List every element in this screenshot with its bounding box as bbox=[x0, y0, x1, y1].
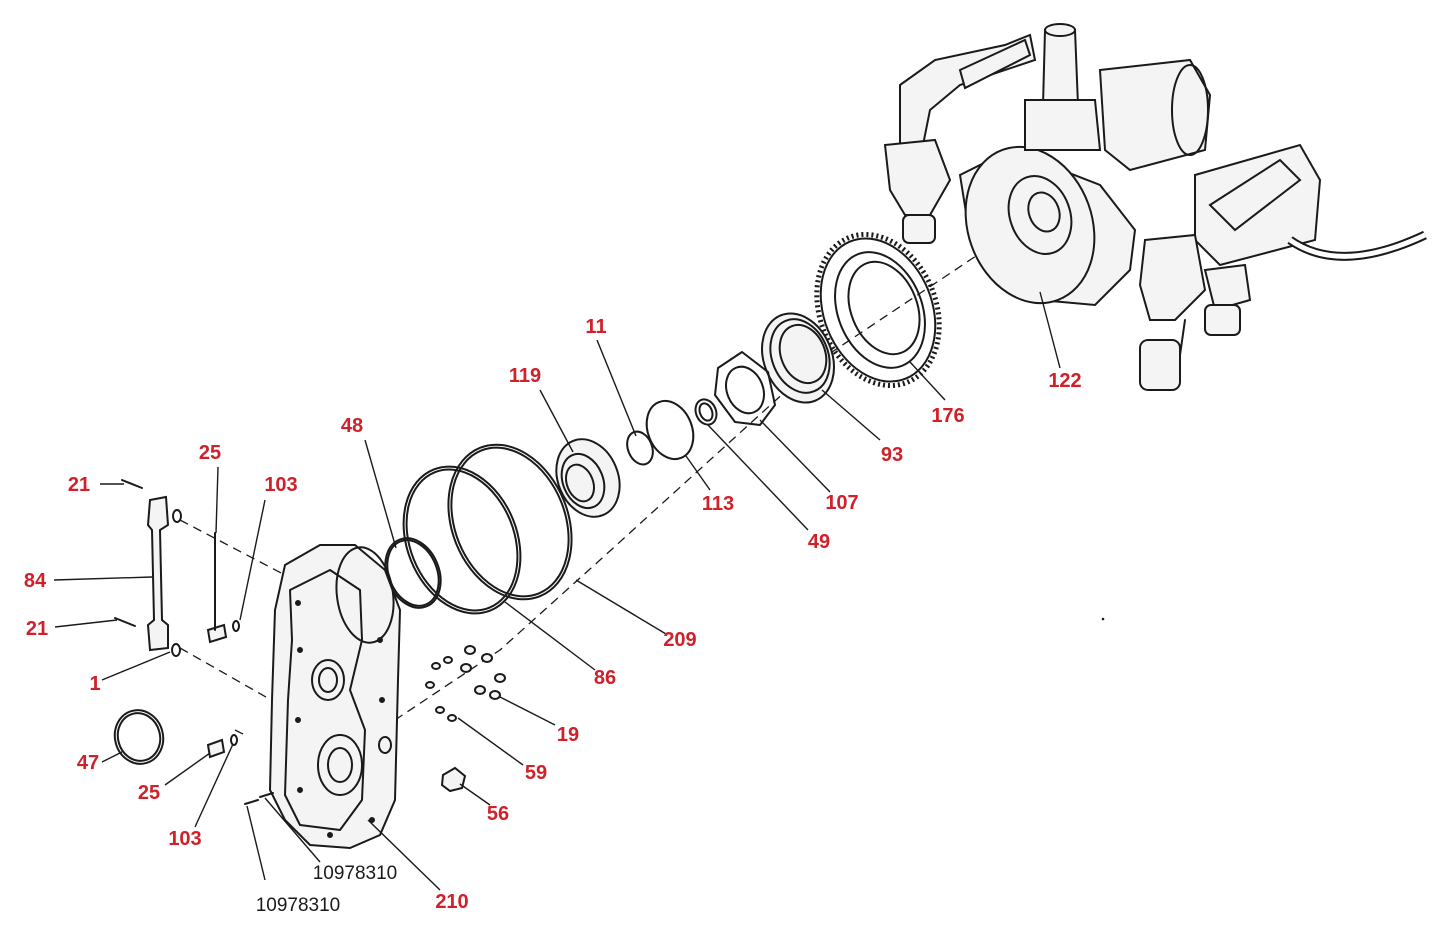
leader-lines bbox=[53, 291, 1061, 891]
callout-1: 1 bbox=[89, 673, 100, 695]
callout-25-top: 25 bbox=[199, 442, 221, 464]
ring-gear-176 bbox=[814, 231, 942, 389]
plate-107 bbox=[714, 351, 776, 426]
callout-210: 210 bbox=[435, 891, 468, 913]
ring-49 bbox=[694, 398, 718, 426]
callout-113: 113 bbox=[702, 493, 734, 515]
callout-119: 119 bbox=[509, 365, 541, 387]
callout-122: 122 bbox=[1048, 370, 1081, 392]
callout-86: 86 bbox=[594, 667, 616, 689]
callout-21-bottom: 21 bbox=[26, 618, 48, 640]
o-ring-209 bbox=[447, 443, 573, 601]
callout-49: 49 bbox=[808, 531, 830, 553]
callout-103-top: 103 bbox=[264, 474, 297, 496]
callout-25-bottom: 25 bbox=[138, 782, 160, 804]
stray-dot bbox=[1101, 617, 1105, 621]
callout-59: 59 bbox=[525, 762, 547, 784]
callout-47: 47 bbox=[77, 752, 99, 774]
callout-84: 84 bbox=[24, 570, 47, 592]
snap-ring-11 bbox=[626, 430, 654, 466]
callout-107: 107 bbox=[825, 492, 858, 514]
ring-113 bbox=[645, 399, 695, 461]
callout-pin-lower: 10978310 bbox=[256, 895, 341, 916]
dowel-pins-10978310 bbox=[244, 792, 274, 805]
callout-103-bottom: 103 bbox=[168, 828, 201, 850]
callout-labels: 11 119 48 25 103 21 84 21 1 47 25 103 21… bbox=[24, 316, 1082, 916]
machine-body-122 bbox=[883, 23, 1427, 391]
assembly-axis bbox=[179, 249, 986, 736]
callout-11: 11 bbox=[585, 316, 606, 338]
bolts-25-and-pins-103 bbox=[206, 532, 240, 759]
o-ring-86 bbox=[402, 465, 522, 615]
link-84 bbox=[114, 479, 182, 657]
callout-93: 93 bbox=[881, 444, 903, 466]
callout-21-top: 21 bbox=[68, 474, 90, 496]
callout-56: 56 bbox=[487, 803, 509, 825]
bearing-93 bbox=[761, 312, 835, 404]
bearing-119 bbox=[555, 438, 621, 518]
gear-housing-210 bbox=[268, 544, 402, 850]
o-ring-47 bbox=[113, 709, 165, 765]
screws-19-washers-59 bbox=[425, 645, 506, 722]
callout-pin-upper: 10978310 bbox=[313, 863, 398, 884]
callout-19: 19 bbox=[557, 724, 579, 746]
callout-48: 48 bbox=[341, 415, 363, 437]
plug-56 bbox=[440, 766, 467, 793]
callout-176: 176 bbox=[931, 405, 964, 427]
callout-209: 209 bbox=[663, 629, 696, 651]
